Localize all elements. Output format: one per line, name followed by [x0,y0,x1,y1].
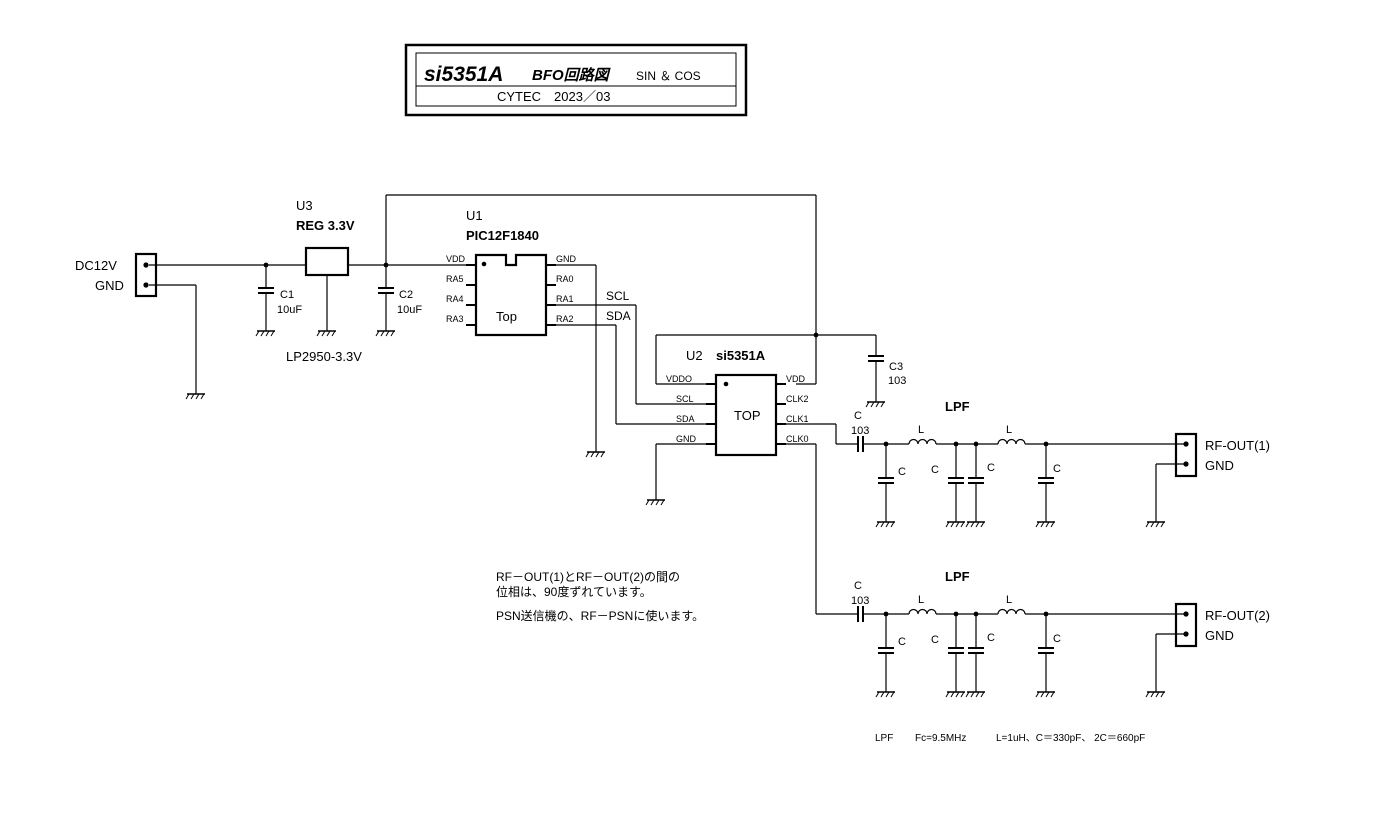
u3-part: LP2950-3.3V [286,349,362,364]
rf-out-1-gnd-label: GND [1205,458,1234,473]
c2-ref: C2 [399,289,413,301]
c1-ref: C1 [280,289,294,301]
note-line-1: RF－OUT(1)とRF－OUT(2)の間の [496,570,680,584]
capacitor-c2: C2 10uF [375,265,422,337]
regulator-u3: U3 REG 3.3V LP2950-3.3V [286,198,362,364]
note-line-3: PSN送信機の、RF－PSNに使います。 [496,608,704,623]
lpf1-coupling-ref: C [854,410,862,422]
rf-out-1-connector: RF-OUT(1) GND [1145,432,1270,528]
title-company: CYTEC 2023／03 [497,89,610,104]
u1-pin-ra4: RA4 [446,294,464,304]
ic-u1-pic12f1840: U1 PIC12F1840 Top VDD RA5 RA4 RA3 GND RA… [446,208,577,337]
capacitor-c1: C1 10uF [255,265,302,337]
u1-pin-ra1: RA1 [556,294,574,304]
u1-part: PIC12F1840 [466,228,539,243]
u2-pin-gnd: GND [676,434,697,444]
title-main: si5351A [424,63,503,86]
u1-pin-gnd: GND [556,254,577,264]
u2-pin-clk2: CLK2 [786,394,809,404]
c3-ref: C3 [889,361,903,373]
lpf1-title: LPF [945,399,970,414]
u2-body-label: TOP [734,408,761,423]
lpf2-l2: L [1006,594,1012,606]
rf-out-2-gnd-label: GND [1205,628,1234,643]
lpf1-cap3: C [987,462,995,474]
lpf-spec-values: L=1uH、C＝330pF、 2C＝660pF [996,733,1145,744]
lpf-2: C 103 LPF L L C C C C [851,569,1166,698]
lpf1-l1: L [918,424,924,436]
title-mode: SIN ＆ COS [636,69,701,83]
lpf1-cap1: C [898,466,906,478]
u1-pin-vdd: VDD [446,254,466,264]
lpf2-cap1: C [898,636,906,648]
c2-value: 10uF [397,304,422,316]
lpf2-title: LPF [945,569,970,584]
lpf2-coupling-value: 103 [851,595,869,607]
c1-value: 10uF [277,304,302,316]
u1-pin-ra0: RA0 [556,274,574,284]
u2-pin-clk1: CLK1 [786,414,809,424]
lpf-spec: LPF Fc=9.5MHz L=1uH、C＝330pF、 2C＝660pF [875,733,1145,744]
dc-gnd-label: GND [95,278,124,293]
u3-ref: U3 [296,198,313,213]
lpf-spec-label: LPF [875,733,893,744]
u1-body-label: Top [496,309,517,324]
title-sub: BFO回路図 [532,67,612,84]
rf-out-2-connector: RF-OUT(2) GND [1145,602,1270,698]
lpf1-l2: L [1006,424,1012,436]
u1-pin-ra2: RA2 [556,314,574,324]
u3-value: REG 3.3V [296,218,355,233]
dc-input-connector: DC12V GND [75,252,158,298]
lpf2-cap3: C [987,632,995,644]
u2-part: si5351A [716,348,766,363]
lpf-1: C 103 LPF L L C C C C [851,399,1166,528]
lpf1-cap4: C [1053,463,1061,475]
notes: RF－OUT(1)とRF－OUT(2)の間の 位相は、90度ずれています。 PS… [496,570,704,623]
rf-out-1-label: RF-OUT(1) [1205,438,1270,453]
u2-pin-vdd: VDD [786,374,806,384]
lpf2-cap4: C [1053,633,1061,645]
capacitor-c3: C3 103 [865,335,906,408]
ic-u2-si5351a: U2 si5351A TOP VDDO SCL SDA GND VDD CLK2… [666,348,809,457]
u1-ref: U1 [466,208,483,223]
rf-out-2-label: RF-OUT(2) [1205,608,1270,623]
lpf1-cap2: C [931,464,939,476]
u2-ref: U2 [686,348,703,363]
lpf2-cap2: C [931,634,939,646]
u2-pin-clk0: CLK0 [786,434,809,444]
title-block: si5351A BFO回路図 SIN ＆ COS CYTEC 2023／03 [404,43,748,117]
note-line-2: 位相は、90度ずれています。 [496,584,652,599]
lpf1-coupling-value: 103 [851,425,869,437]
lpf2-coupling-ref: C [854,580,862,592]
lpf-spec-fc: Fc=9.5MHz [915,733,966,744]
u1-pin-ra3: RA3 [446,314,464,324]
sda-net-label: SDA [606,309,631,323]
u2-pin-vddo: VDDO [666,374,692,384]
lpf2-l1: L [918,594,924,606]
scl-net-label: SCL [606,289,630,303]
u2-pin-scl: SCL [676,394,694,404]
c3-value: 103 [888,375,906,387]
u1-pin-ra5: RA5 [446,274,464,284]
dc12v-label: DC12V [75,258,117,273]
u2-pin-sda: SDA [676,414,695,424]
